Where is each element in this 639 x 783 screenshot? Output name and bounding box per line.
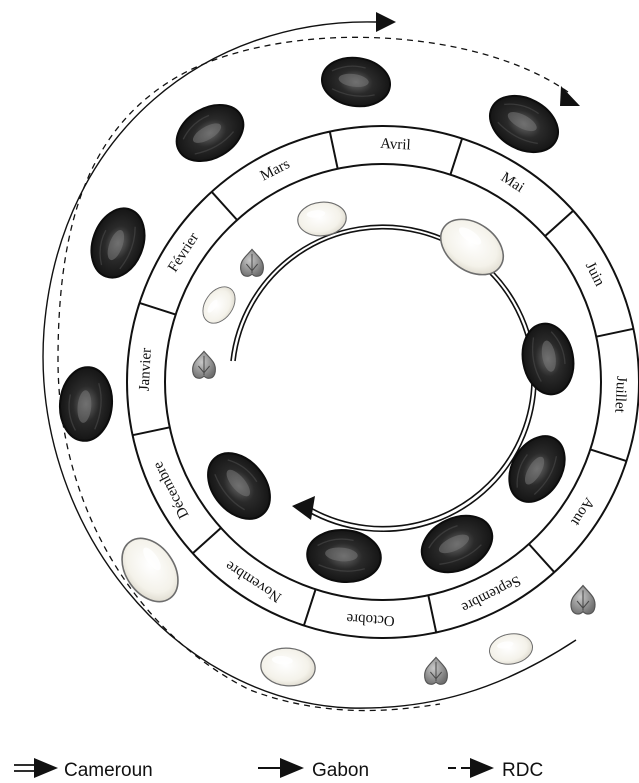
dark-mature-seed-icon — [498, 426, 576, 511]
pale-immature-seed-icon — [487, 630, 535, 667]
legend: Cameroun Gabon RDC — [14, 758, 543, 781]
dark-mature-seed-icon — [167, 94, 254, 173]
legend-item-rdc: RDC — [448, 758, 543, 781]
month-divider — [450, 139, 462, 175]
month-label-avril: Avril — [380, 136, 411, 154]
dark-mature-seed-icon — [517, 320, 579, 399]
dark-mature-seed-icon — [319, 53, 393, 110]
dark-mature-seed-icon — [82, 201, 153, 285]
month-label-mai: Mai — [498, 169, 527, 196]
month-label-novembre: Novembre — [222, 557, 284, 605]
flower-bud-icon — [571, 586, 595, 614]
dashed-arrow-icon — [470, 758, 494, 778]
dark-mature-seed-icon — [57, 365, 115, 443]
flower-bud-icon — [241, 249, 264, 276]
pale-immature-seed-icon — [110, 528, 189, 612]
legend-item-cameroun: Cameroun — [14, 758, 153, 781]
month-divider — [596, 329, 633, 337]
dark-mature-seed-icon — [195, 441, 282, 531]
month-label-juin: Juin — [582, 259, 608, 289]
month-divider — [529, 544, 554, 572]
cameroun-arrowhead-icon — [376, 12, 396, 32]
month-divider — [330, 132, 338, 169]
legend-label-gabon: Gabon — [312, 760, 369, 781]
dark-mature-seed-icon — [305, 527, 383, 585]
legend-item-gabon: Gabon — [258, 758, 369, 781]
flower-bud-icon — [193, 351, 216, 378]
month-divider — [545, 211, 573, 236]
month-divider — [304, 589, 316, 625]
double-arrow-icon — [34, 758, 58, 778]
month-divider — [590, 449, 626, 461]
legend-label-cameroun: Cameroun — [64, 760, 153, 781]
month-divider — [140, 303, 176, 315]
gabon-arrowhead-icon — [292, 496, 315, 520]
pale-immature-seed-icon — [196, 281, 241, 329]
month-divider — [133, 427, 170, 435]
month-divider — [193, 528, 221, 553]
legend-label-rdc: RDC — [502, 760, 543, 781]
flower-bud-icon — [425, 657, 448, 684]
rdc-arrowhead-icon — [560, 86, 580, 106]
pale-immature-seed-icon — [430, 208, 513, 286]
solid-arrow-icon — [280, 758, 304, 778]
dark-mature-seed-icon — [413, 505, 502, 583]
month-label-juillet: Juillet — [611, 376, 629, 414]
month-divider — [212, 192, 237, 220]
month-label-septembre: Septembre — [458, 572, 523, 616]
month-label-octobre: Octobre — [346, 610, 395, 629]
month-divider — [428, 595, 436, 632]
month-label-mars: Mars — [258, 156, 293, 184]
month-label-janvier: Janvier — [137, 348, 155, 392]
month-label-aout: Aout — [567, 494, 597, 529]
month-label-decembre: Décembre — [150, 458, 192, 520]
pale-immature-seed-icon — [259, 646, 316, 688]
